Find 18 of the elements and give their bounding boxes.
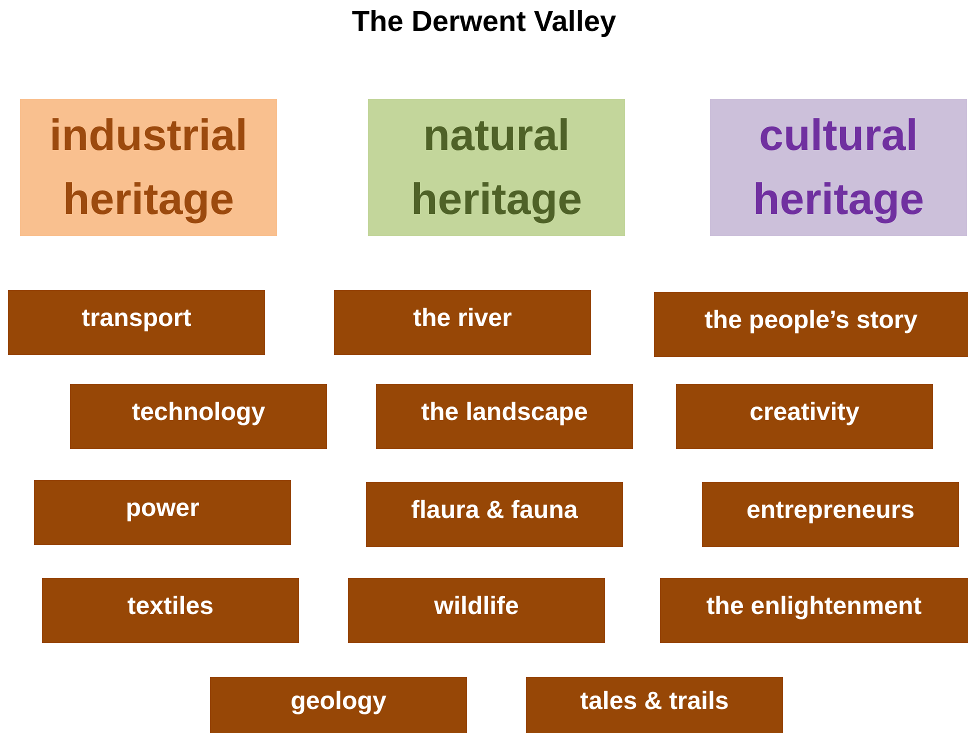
topic-box: geology [210, 677, 467, 733]
topic-box: tales & trails [526, 677, 783, 733]
topic-box: textiles [42, 578, 299, 643]
heading-box: cultural heritage [710, 99, 967, 236]
heading-box: industrial heritage [20, 99, 277, 236]
topic-box: the enlightenment [660, 578, 968, 643]
topic-box: the landscape [376, 384, 633, 449]
topic-box: wildlife [348, 578, 605, 643]
topic-box: entrepreneurs [702, 482, 959, 547]
topic-box: technology [70, 384, 327, 449]
topic-box: power [34, 480, 291, 545]
heading-box: natural heritage [368, 99, 625, 236]
topic-box: the river [334, 290, 591, 355]
diagram-title: The Derwent Valley [350, 6, 618, 39]
topic-box: flaura & fauna [366, 482, 623, 547]
topic-box: the people’s story [654, 292, 968, 357]
topic-box: creativity [676, 384, 933, 449]
topic-box: transport [8, 290, 265, 355]
